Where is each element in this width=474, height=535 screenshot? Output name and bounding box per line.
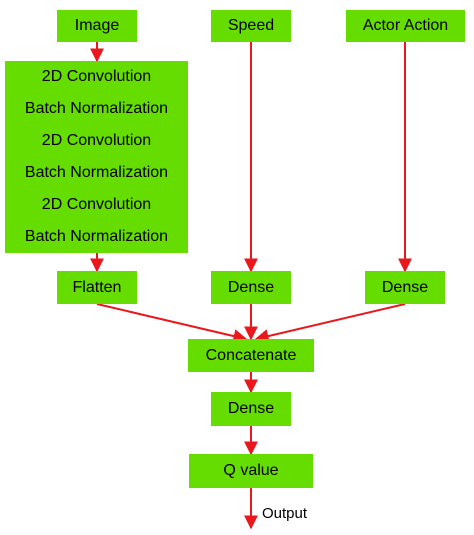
- conv-layer-3-label: 2D Convolution: [41, 196, 152, 213]
- speed-input-label: Speed: [227, 17, 275, 34]
- batchnorm-layer-3-label: Batch Normalization: [24, 228, 169, 245]
- dense-action-label: Dense: [381, 278, 429, 296]
- dense-merged-label: Dense: [227, 400, 275, 417]
- conv-layer-2: 2D Convolution: [5, 125, 188, 157]
- concatenate-label: Concatenate: [205, 346, 297, 364]
- batchnorm-layer-1: Batch Normalization: [5, 93, 188, 125]
- output-label: Output: [262, 505, 308, 522]
- dense-speed-label: Dense: [227, 278, 275, 296]
- conv-layer-3: 2D Convolution: [5, 189, 188, 221]
- speed-input-box: Speed: [211, 10, 291, 42]
- conv-layer-1-label: 2D Convolution: [41, 68, 152, 85]
- batchnorm-layer-2-label: Batch Normalization: [24, 164, 169, 181]
- actor-action-input-box: Actor Action: [346, 10, 465, 42]
- conv-layer-2-label: 2D Convolution: [41, 132, 152, 149]
- batchnorm-layer-1-label: Batch Normalization: [24, 100, 169, 117]
- image-input-label: Image: [74, 17, 120, 34]
- conv-layer-1: 2D Convolution: [5, 61, 188, 93]
- concatenate-box: Concatenate: [188, 339, 314, 372]
- dense-action-box: Dense: [365, 271, 445, 304]
- dense-merged-box: Dense: [211, 392, 291, 426]
- arrow-flatten-to-concat: [96, 303, 248, 343]
- batchnorm-layer-2: Batch Normalization: [5, 157, 188, 189]
- q-value-box: Q value: [189, 454, 313, 488]
- batchnorm-layer-3: Batch Normalization: [5, 221, 188, 253]
- image-input-box: Image: [57, 10, 137, 42]
- flatten-label: Flatten: [72, 278, 122, 296]
- conv-stack-box: 2D Convolution Batch Normalization 2D Co…: [5, 61, 188, 253]
- dense-speed-box: Dense: [211, 271, 291, 304]
- q-value-label: Q value: [223, 462, 279, 479]
- flatten-box: Flatten: [57, 271, 137, 304]
- actor-action-input-label: Actor Action: [362, 17, 449, 34]
- arrow-dense-action-to-concat: [254, 303, 406, 343]
